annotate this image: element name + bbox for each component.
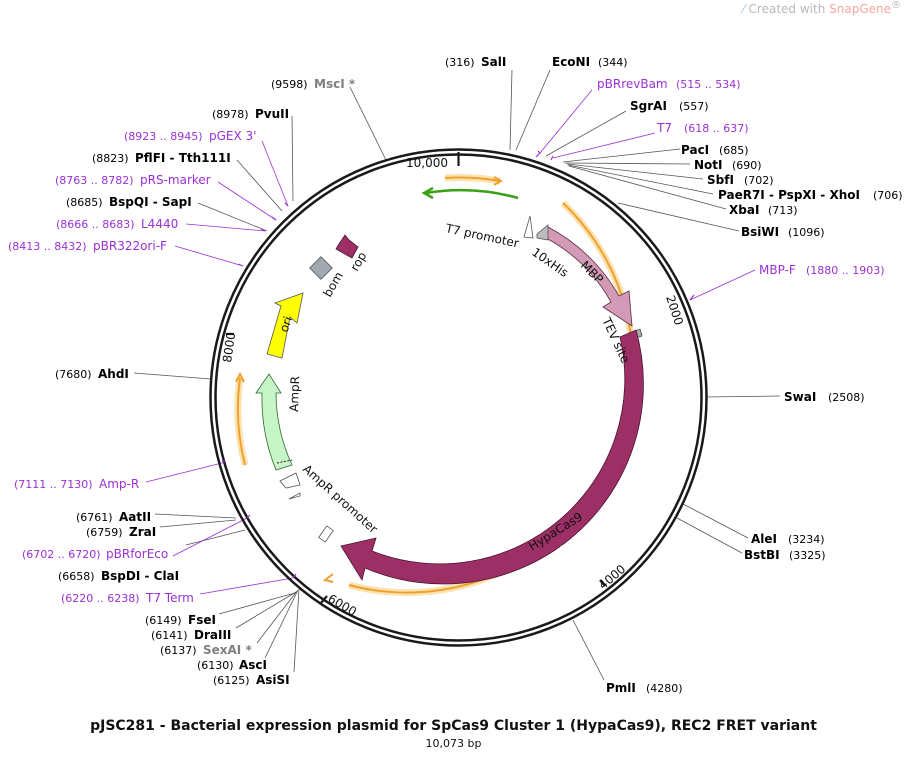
site-label-sexai: (6137)SexAI *: [160, 643, 252, 657]
site-label-draiii: (6141)DraIII: [151, 628, 231, 642]
site-label-ahdi: (7680)AhdI: [55, 367, 129, 381]
ampr-feature: [255, 373, 293, 471]
site-label-bstbi: BstBI(3325): [744, 548, 826, 562]
site-labels: (316)SalI EcoNI(344) pBRrevBam(515 .. 53…: [8, 55, 903, 695]
tick-label-2000: 2000: [663, 294, 686, 327]
plasmid-title: pJSC281 - Bacterial expression plasmid f…: [90, 718, 817, 734]
watermark-prefix: Created with: [748, 2, 830, 16]
site-label-t7: T7(618 .. 637): [656, 121, 749, 135]
site-label-prs-marker: (8763 .. 8782)pRS-marker: [55, 173, 211, 187]
watermark-mark: ®: [891, 0, 901, 11]
site-label-pvuii: (8978)PvuII: [212, 107, 289, 121]
features-inner: [255, 215, 644, 585]
tick-label-6000: 6000: [326, 591, 359, 618]
label-ampr-promoter: AmpR promoter: [300, 462, 380, 536]
site-label-l4440: (8666 .. 8683)L4440: [56, 217, 178, 231]
label-t7-promoter: T7 promoter: [443, 221, 520, 250]
site-label-sali: (316)SalI: [445, 55, 506, 69]
label-leader-lines: [133, 69, 781, 681]
site-label-zrai: (6759)ZraI: [86, 525, 156, 539]
label-10xhis: 10xHis: [529, 245, 571, 280]
site-label-aatii: (6761)AatII: [76, 510, 151, 524]
small-feature-box: [318, 525, 334, 543]
primer-site-marks: [221, 150, 695, 579]
site-label-swai: SwaI(2508): [784, 390, 865, 404]
snapgene-leaf-icon: ⁄: [742, 2, 749, 16]
bom-feature: [309, 256, 333, 280]
snapgene-watermark: ⁄ Created with SnapGene®: [743, 0, 901, 16]
plasmid-size: 10,073 bp: [425, 737, 482, 750]
site-label-paci: PacI(685): [681, 143, 749, 157]
ampr-promoter-feature: [279, 472, 301, 489]
his-tag-feature: [536, 224, 549, 241]
site-label-pgex: (8923 .. 8945)pGEX 3': [124, 129, 256, 143]
watermark-brand: SnapGene: [829, 2, 891, 16]
site-label-clai: (6658)BspDI - ClaI: [58, 569, 179, 583]
site-label-pbrforeco: (6702 .. 6720)pBRforEco: [22, 547, 168, 561]
site-label-mbp-f: MBP-F(1880 .. 1903): [759, 263, 885, 277]
site-label-alei: AleI(3234): [751, 532, 825, 546]
site-label-pmli: PmlI(4280): [606, 681, 683, 695]
site-label-pbrrevbam: pBRrevBam(515 .. 534): [597, 77, 741, 91]
site-label-noti: NotI(690): [694, 158, 762, 172]
site-label-asci: (6130)AscI: [197, 658, 267, 672]
tick-label-8000: 8000: [220, 331, 238, 363]
site-label-sgrai: SgrAI(557): [630, 99, 709, 113]
tick-label-10000: 10,000: [406, 156, 448, 170]
site-label-tth111i: (8823)PflFI - Tth111I: [92, 151, 231, 165]
label-ori: ori: [277, 315, 295, 334]
site-label-xbai: XbaI(713): [729, 203, 798, 217]
t7-promoter-feature: [523, 215, 534, 239]
site-label-xhoi: PaeR7I - PspXI - XhoI(706): [718, 188, 903, 202]
site-label-asisi: (6125)AsiSI: [213, 673, 290, 687]
site-label-amp-r: (7111 .. 7130)Amp-R: [14, 477, 139, 491]
site-label-econi: EcoNI(344): [552, 55, 628, 69]
site-label-pbr322ori-f: (8413 .. 8432)pBR322ori-F: [8, 239, 167, 253]
site-label-t7-term: (6220 .. 6238)T7 Term: [61, 591, 194, 605]
site-label-fsei: (6149)FseI: [145, 613, 216, 627]
site-label-bsiwi: BsiWI(1096): [741, 225, 825, 239]
label-ampr: AmpR: [287, 376, 302, 412]
site-label-msci: (9598)MscI *: [271, 77, 356, 91]
rop-feature: [335, 234, 359, 259]
site-label-sapi: (8685)BspQI - SapI: [66, 195, 192, 209]
mbp-feature: [545, 226, 633, 327]
ori-feature: [266, 292, 304, 359]
site-label-sbfi: SbfI(702): [707, 173, 774, 187]
backbone-outer: [209, 148, 708, 647]
hypacas9-feature: [340, 329, 644, 585]
